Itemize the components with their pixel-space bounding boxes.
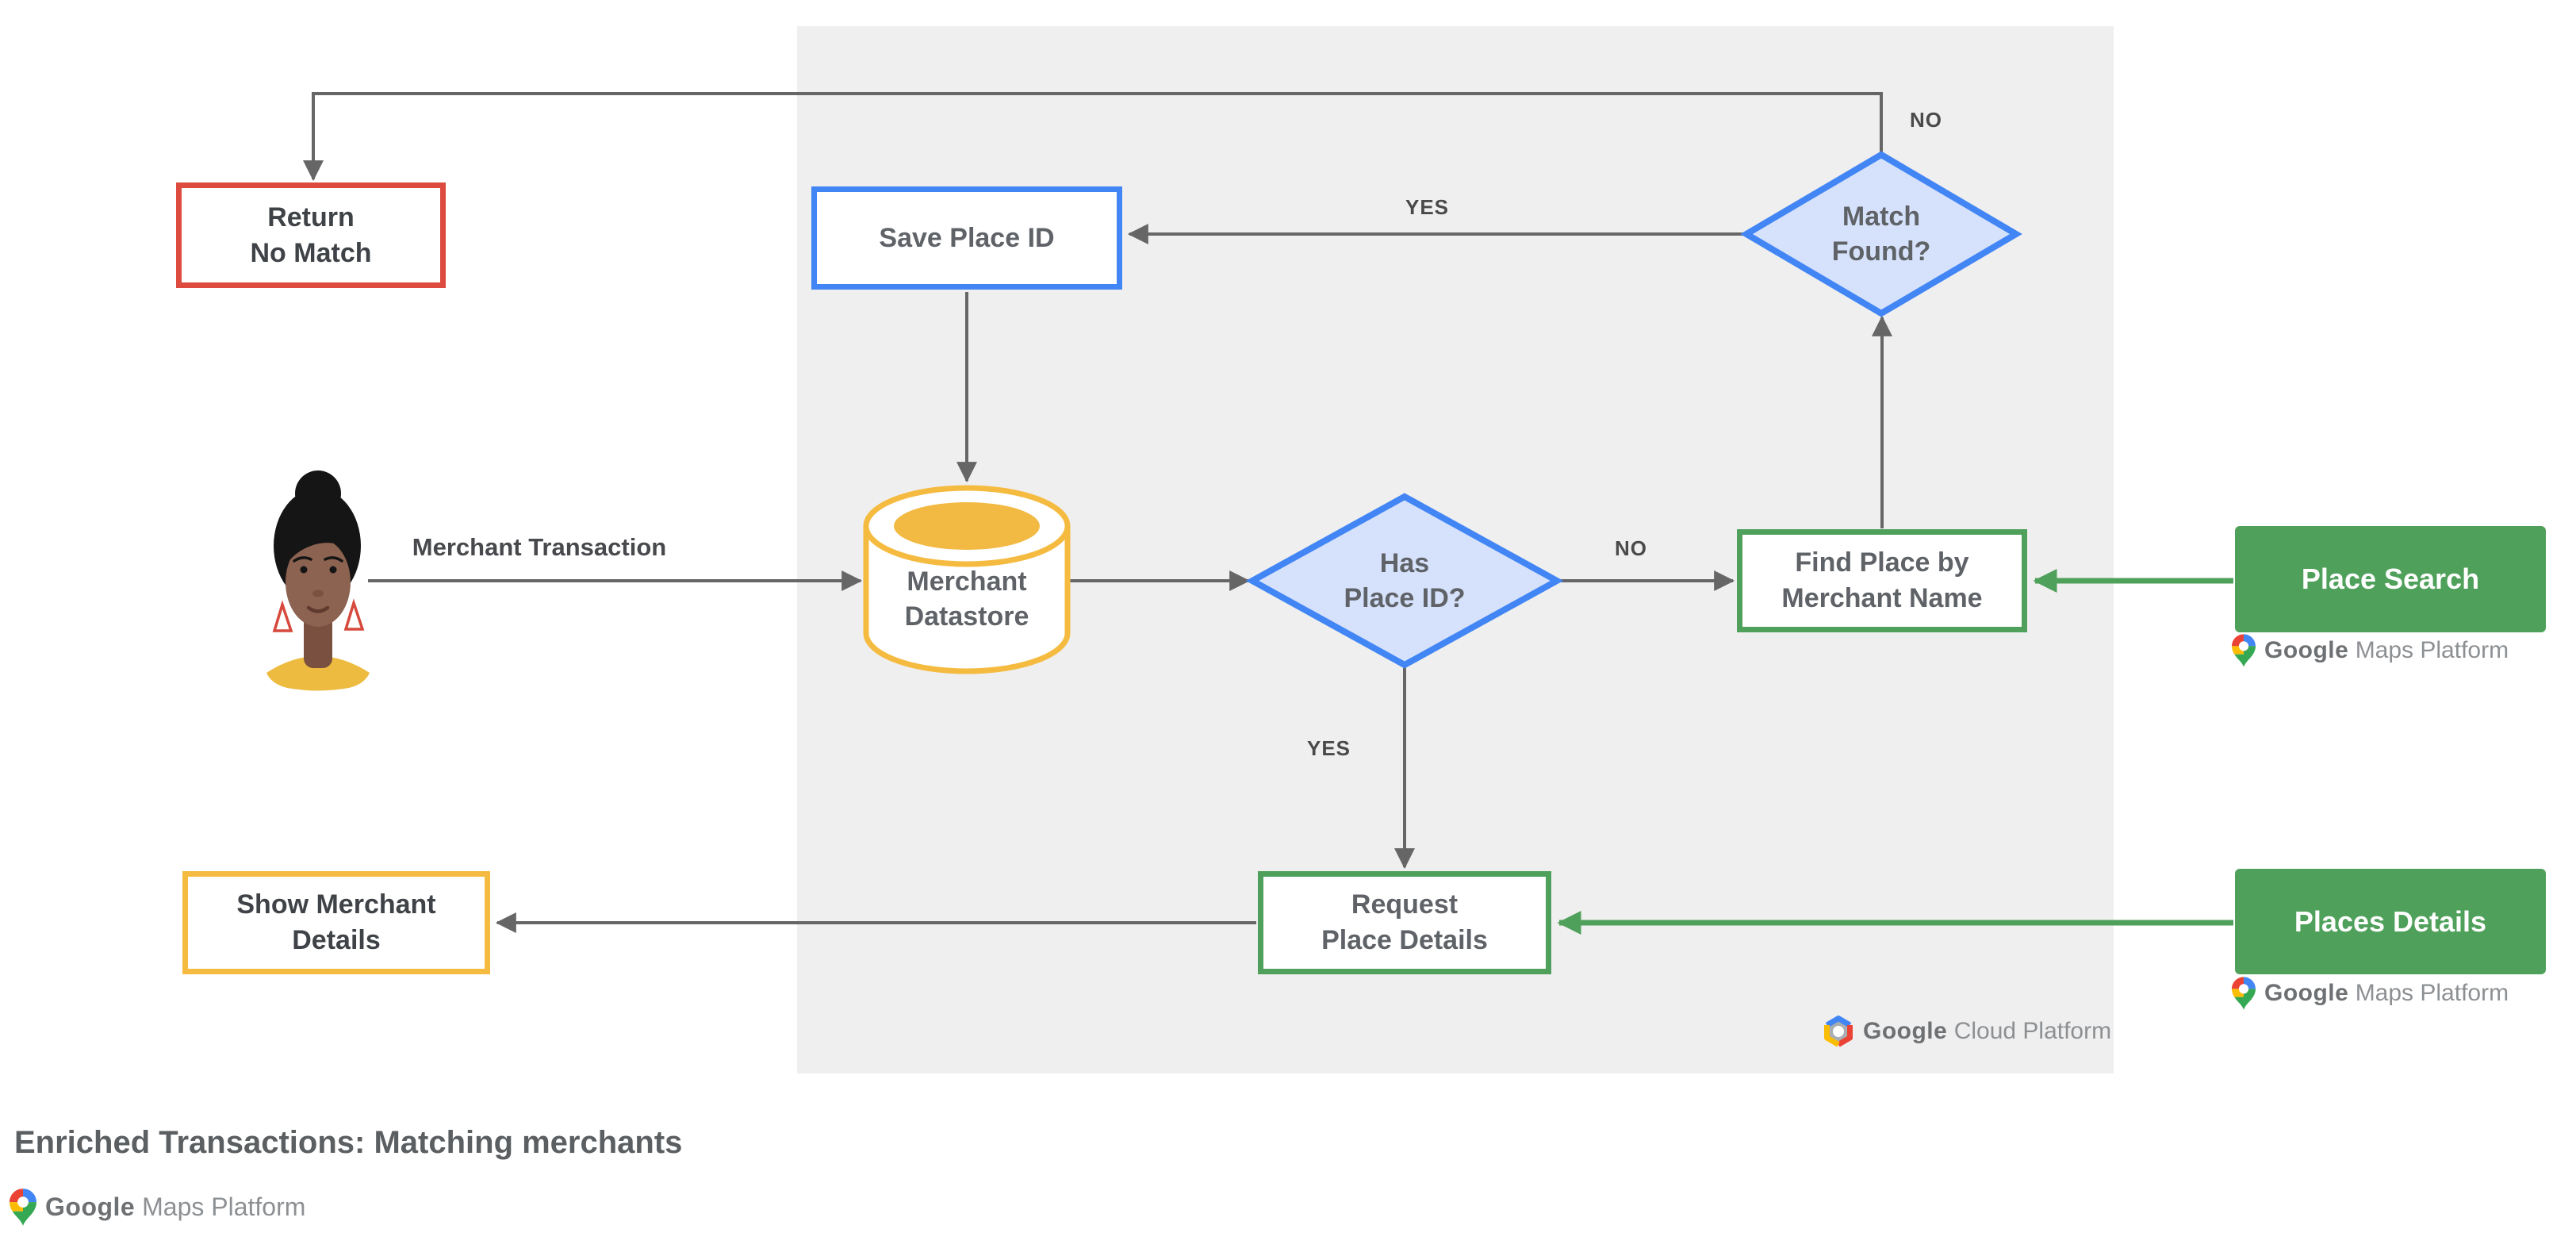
merchant-transaction-label: Merchant Transaction: [412, 533, 667, 561]
node-show-merchant-details: Show Merchant Details: [182, 871, 490, 974]
google-maps-pin-icon: [2232, 634, 2256, 667]
user-avatar: [266, 470, 370, 691]
node-request-place-details: Request Place Details: [1258, 871, 1551, 974]
logo-product-text: Maps Platform: [2355, 637, 2509, 663]
edge-label-has-no: NO: [1615, 536, 1647, 560]
google-maps-platform-logo: Google Maps Platform: [10, 1189, 305, 1226]
node-return-no-match: Return No Match: [176, 182, 446, 288]
logo-brand-text: Google: [2264, 980, 2349, 1006]
merchant-datastore-label: Merchant Datastore: [904, 566, 1029, 632]
edge-label-has-yes: YES: [1307, 736, 1351, 760]
edge-match-no-to-return: [303, 92, 1883, 182]
node-place-search-api: Place Search: [2235, 526, 2546, 632]
edge-label-match-yes: YES: [1405, 195, 1450, 219]
edge-label-match-no: NO: [1910, 108, 1942, 132]
diagram-title: Enriched Transactions: Matching merchant…: [14, 1125, 683, 1160]
logo-brand-text: Google: [2264, 637, 2349, 663]
match-found-label: Match Found?: [1831, 201, 1931, 267]
logo-product-text: Maps Platform: [142, 1192, 306, 1221]
node-places-details-api: Places Details: [2235, 869, 2546, 974]
node-find-place-by-merchant-name: Find Place by Merchant Name: [1737, 529, 2027, 632]
google-maps-pin-icon: [2232, 977, 2256, 1010]
match-found-diamond: [1740, 151, 2022, 317]
google-cloud-hexagon-icon: [1823, 1016, 1854, 1047]
google-maps-pin-icon: [10, 1189, 36, 1226]
node-save-place-id: Save Place ID: [811, 186, 1122, 290]
logo-product-text: Cloud Platform: [1953, 1018, 2112, 1044]
google-maps-platform-logo: Google Maps Platform: [2232, 977, 2509, 1010]
merchant-datastore-shape: [863, 485, 1071, 674]
logo-brand-text: Google: [1863, 1018, 1948, 1044]
google-maps-platform-logo: Google Maps Platform: [2232, 634, 2509, 667]
logo-brand-text: Google: [45, 1192, 136, 1221]
has-place-id-diamond: [1245, 493, 1564, 669]
has-place-id-label: Has Place ID?: [1344, 547, 1466, 613]
google-cloud-platform-logo: Google Cloud Platform: [1823, 1016, 2111, 1047]
logo-product-text: Maps Platform: [2355, 980, 2509, 1006]
